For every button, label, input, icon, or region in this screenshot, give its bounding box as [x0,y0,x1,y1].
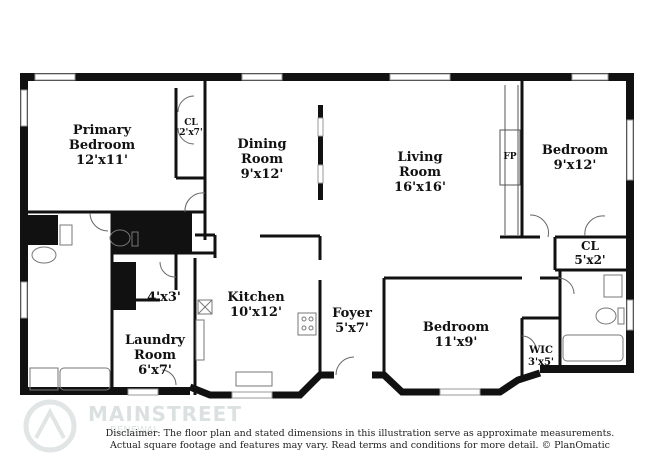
fireplace-name: FP [503,152,517,162]
room-pantry: 4'x3' [142,290,186,305]
room-dining: Dining Room 9'x12' [224,137,300,182]
room-wic-name: WIC [529,345,553,356]
room-bedroom-se-size: 11'x9' [434,335,478,350]
room-kitchen: Kitchen 10'x12' [218,290,294,320]
fireplace [499,85,521,235]
room-living-size: 16'x16' [394,180,446,195]
room-bedroom-ne-name: Bedroom [541,143,609,158]
room-kitchen-size: 10'x12' [230,305,282,320]
disclaimer: Disclaimer: The floor plan and stated di… [100,428,620,452]
room-living: Living Room 16'x16' [380,150,460,195]
room-closet-ne-name: CL [581,239,599,253]
room-wic: WIC 3'x5' [524,345,558,369]
windows [20,73,634,331]
room-living-name: Living Room [397,150,443,180]
room-dining-name: Dining Room [237,137,287,167]
room-laundry-size: 6'x7' [138,363,172,378]
south-windows [127,388,481,399]
interior-walls [28,80,626,395]
room-primary-bedroom: Primary Bedroom 12'x11' [62,123,142,168]
room-primary-bedroom-size: 12'x11' [76,153,128,168]
room-foyer-name: Foyer [332,306,372,321]
watermark-sub: RENEWAL [110,425,159,436]
room-wic-size: 3'x5' [527,357,554,368]
room-bedroom-ne: Bedroom 9'x12' [535,143,615,173]
columns [318,105,323,200]
fireplace-label: FP [500,152,520,162]
room-closet-primary-size: 2'x7' [179,128,203,138]
disclaimer-line-2: Actual square footage and features may v… [110,440,610,451]
room-dining-size: 9'x12' [240,167,284,182]
room-laundry: Laundry Room 6'x7' [118,333,192,378]
room-closet-ne: CL 5'x2' [568,239,612,267]
room-closet-primary: CL 2'x7' [178,118,204,138]
exterior-walls [20,73,634,395]
room-bedroom-se: Bedroom 11'x9' [416,320,496,350]
room-foyer-size: 5'x7' [335,321,369,336]
column-windows [317,117,324,184]
disclaimer-line-1: Disclaimer: The floor plan and stated di… [105,428,615,439]
fixtures [29,224,625,391]
doors [89,95,606,386]
room-bedroom-se-name: Bedroom [422,320,490,335]
watermark-brand: MAINSTREET [88,402,242,426]
room-primary-bedroom-name: Primary Bedroom [68,123,136,153]
room-laundry-name: Laundry Room [125,333,185,363]
watermark-logo-icon [23,399,77,453]
room-pantry-size: 4'x3' [147,290,181,305]
room-closet-primary-name: CL [184,118,198,128]
room-foyer: Foyer 5'x7' [328,306,376,336]
room-kitchen-name: Kitchen [227,290,285,305]
mechanical-blocks [28,212,192,310]
room-bedroom-ne-size: 9'x12' [553,158,597,173]
room-closet-ne-size: 5'x2' [574,253,606,267]
